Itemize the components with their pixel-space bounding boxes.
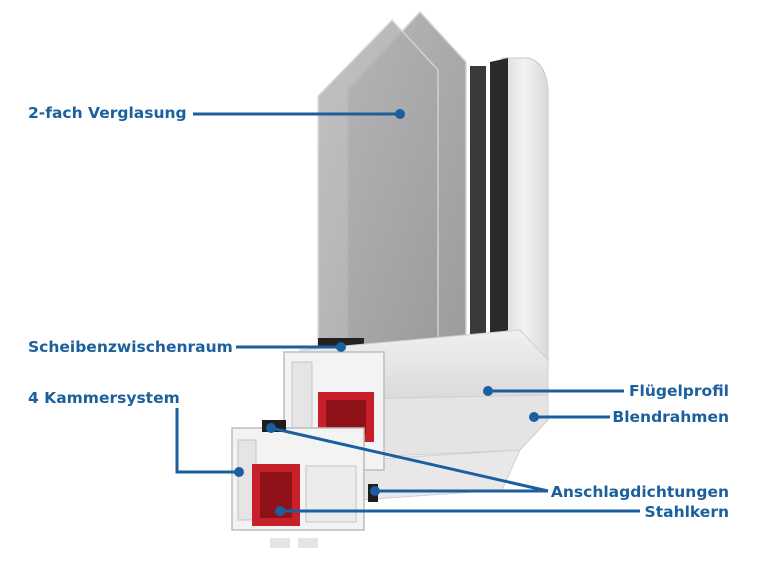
glass-pane-front [317,18,439,351]
label-gaskets: Anschlagdichtungen [550,483,729,501]
label-steel: Stahlkern [644,503,729,521]
glass-edge [470,66,486,342]
dot-frame [529,412,539,422]
dot-gasket-b [370,486,380,496]
leader-gasket-a [270,426,549,493]
label-sash: Flügelprofil [628,382,729,400]
frame-chamber-2 [305,465,357,523]
label-frame: Blendrahmen [612,408,729,426]
dot-sash [483,386,493,396]
leader-dots [234,109,539,516]
label-cavity: Scheibenzwischenraum [28,338,233,356]
label-glazing: 2-fach Verglasung [28,104,187,122]
dot-glazing [395,109,405,119]
dot-chambers [234,467,244,477]
glazing-bead-gasket [490,58,508,340]
frame-foot-1 [270,538,290,548]
leader-chambers [175,408,239,474]
leader-lines [175,112,640,513]
dot-cavity [336,342,346,352]
dot-steel [275,506,285,516]
frame-foot-2 [298,538,318,548]
label-chambers: 4 Kammersystem [28,389,180,407]
dot-gasket-a [266,423,276,433]
